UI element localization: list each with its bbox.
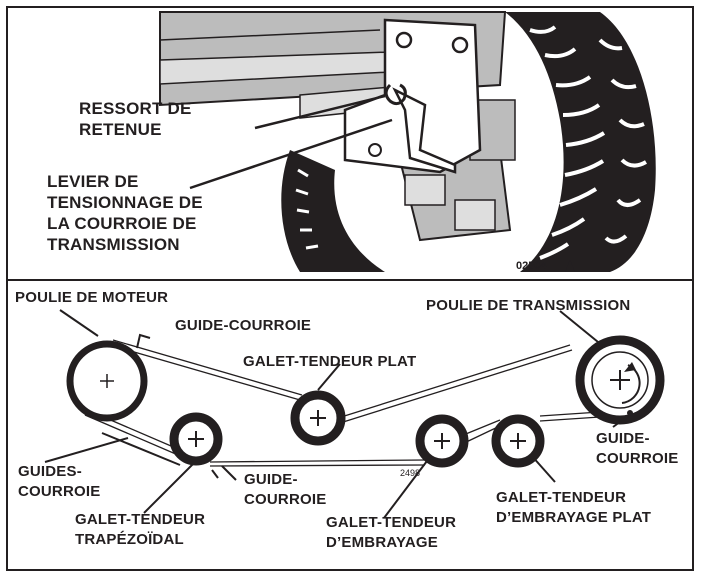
label-engine-pulley: POULIE DE MOTEUR (15, 289, 169, 306)
label-line: GUIDE- (596, 430, 650, 447)
label-clutch-flat-idler: GALET-TENDEUR D’EMBRAYAGE PLAT (496, 488, 651, 528)
label-line: GALET-TENDEUR (75, 511, 206, 528)
clutch-flat-idler-pulley (491, 414, 545, 468)
label-retaining-spring: RESSORT DE RETENUE (79, 98, 192, 140)
label-line: D’EMBRAYAGE PLAT (496, 509, 652, 526)
label-line: COURROIE (596, 450, 679, 467)
clutch-idler-pulley (415, 414, 469, 468)
label-line: GALET-TENDEUR (496, 489, 627, 506)
belt-guides-left-mark (101, 432, 181, 466)
label-line: LEVIER DE (47, 172, 139, 191)
label-line: GUIDE- (244, 471, 298, 488)
label-belt-guides-left: GUIDES- COURROIE (18, 462, 100, 502)
label-clutch-idler: GALET-TENDEUR D’EMBRAYAGE (326, 513, 456, 553)
label-line: RETENUE (79, 120, 162, 139)
label-belt-guide-mid: GUIDE- COURROIE (244, 470, 326, 510)
label-line: LA COURROIE DE (47, 214, 197, 233)
belt-guide-top-mark (136, 333, 151, 349)
label-line: GUIDES- (18, 463, 82, 480)
belt-guide-mid-mark (211, 469, 219, 479)
label-belt-guide-top: GUIDE-COURROIE (175, 317, 312, 334)
label-line: TRAPÉZOÏDAL (75, 531, 184, 548)
label-line: COURROIE (18, 483, 101, 500)
figure-code-top: 02504 (516, 260, 547, 272)
label-v-idler: GALET-TENDEUR TRAPÉZOÏDAL (75, 510, 205, 550)
figure-frame (6, 6, 694, 571)
label-line: D’EMBRAYAGE (326, 534, 438, 551)
label-flat-idler: GALET-TENDEUR PLAT (243, 353, 417, 370)
label-line: COURROIE (244, 491, 327, 508)
figure-code-bottom: 2498 (400, 468, 421, 478)
label-line: GALET-TENDEUR (326, 514, 457, 531)
belt-guide-right-mark (627, 410, 633, 416)
label-transmission-pulley: POULIE DE TRANSMISSION (426, 297, 631, 314)
label-belt-guide-right: GUIDE- COURROIE (596, 429, 678, 469)
mower-underside-illustration (159, 11, 656, 272)
flat-idler-pulley (290, 390, 346, 446)
belt-routing-diagram (44, 309, 665, 519)
retaining-spring (384, 83, 407, 106)
label-tension-lever: LEVIER DE TENSIONNAGE DE LA COURROIE DE … (47, 171, 203, 255)
label-line: RESSORT DE (79, 99, 192, 118)
tension-lever (392, 87, 457, 174)
rear-tire-left (281, 150, 385, 272)
v-idler-pulley (169, 412, 223, 466)
label-line: TENSIONNAGE DE (47, 193, 203, 212)
label-line: TRANSMISSION (47, 235, 180, 254)
